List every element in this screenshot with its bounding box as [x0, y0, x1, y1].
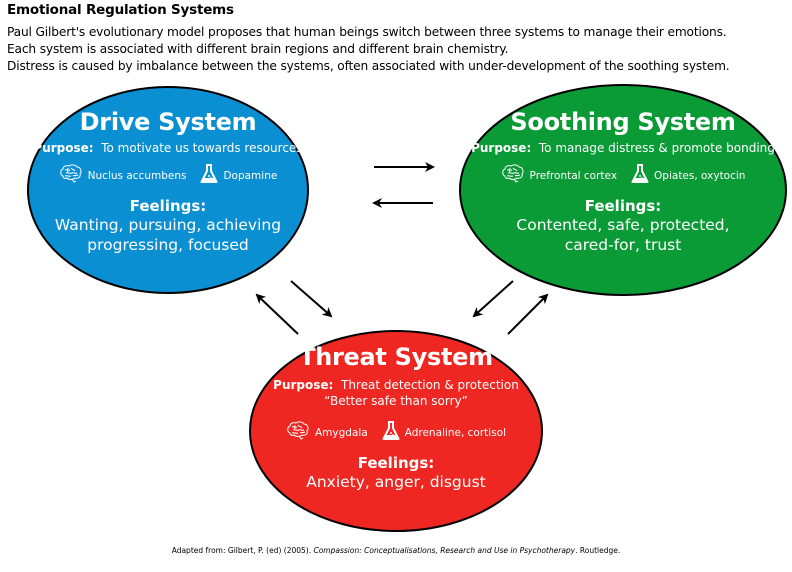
drive-factors: Nuclus accumbens Dopamine	[28, 164, 308, 187]
soothing-title: Soothing System	[510, 108, 736, 136]
page-title: Emotional Regulation Systems	[7, 2, 234, 18]
brain-icon	[59, 164, 83, 187]
purpose-text: To motivate us towards resources	[101, 141, 303, 155]
soothing-system-content: Soothing System Purpose: To manage distr…	[460, 108, 786, 255]
brain-chemistry: Opiates, oxytocin	[631, 164, 745, 187]
purpose-label: Purpose:	[273, 378, 334, 392]
citation-suffix: . Routledge.	[575, 546, 621, 555]
brain-icon	[286, 421, 310, 444]
arrow-drive-to-threat	[290, 280, 333, 318]
feelings-text: Wanting, pursuing, achieving	[54, 216, 282, 234]
brain-icon	[501, 164, 525, 187]
citation: Adapted from: Gilbert, P. (ed) (2005). C…	[0, 546, 792, 555]
drive-system-node	[27, 86, 309, 294]
threat-motto: “Better safe than sorry”	[324, 394, 468, 408]
soothing-purpose: Purpose: To manage distress & promote bo…	[460, 140, 786, 156]
citation-book-title: Compassion: Conceptualisations, Research…	[313, 546, 576, 555]
brain-region-label: Amygdala	[314, 426, 368, 439]
drive-purpose: Purpose: To motivate us towards resource…	[28, 140, 308, 156]
drive-system-content: Drive System Purpose: To motivate us tow…	[28, 108, 308, 255]
feelings-label: Feelings:	[357, 454, 435, 472]
brain-chemistry: Dopamine	[200, 164, 277, 187]
chemistry-label: Adrenaline, cortisol	[404, 426, 507, 439]
intro-line: Distress is caused by imbalance between …	[7, 59, 730, 73]
flask-icon	[382, 421, 400, 444]
citation-prefix: Adapted from: Gilbert, P. (ed) (2005).	[171, 546, 314, 555]
intro-line: Each system is associated with different…	[7, 42, 509, 56]
soothing-factors: Prefrontal cortex Opiates, oxytocin	[460, 164, 786, 187]
arrow-soothing-to-threat	[472, 280, 514, 318]
feelings-text: progressing, focused	[87, 236, 249, 254]
feelings-label: Feelings:	[584, 197, 662, 215]
feelings-text: Contented, safe, protected,	[516, 216, 730, 234]
brain-region: Prefrontal cortex	[501, 164, 617, 187]
arrow-threat-to-soothing	[507, 293, 549, 335]
chemistry-label: Opiates, oxytocin	[654, 169, 746, 182]
flask-icon	[631, 164, 649, 187]
soothing-system-node	[459, 84, 787, 296]
threat-factors: Amygdala Adrenaline, cortisol	[250, 421, 542, 444]
drive-title: Drive System	[79, 108, 257, 136]
threat-title: Threat System	[299, 343, 493, 371]
feelings-label: Feelings:	[129, 197, 207, 215]
purpose-label: Purpose:	[471, 141, 532, 155]
brain-region: Amygdala	[286, 421, 368, 444]
arrow-threat-to-drive	[255, 293, 299, 335]
threat-purpose: Purpose: Threat detection & protection	[250, 377, 542, 393]
intro-line: Paul Gilbert's evolutionary model propos…	[7, 25, 727, 39]
threat-system-node	[249, 330, 543, 532]
purpose-label: Purpose:	[33, 141, 94, 155]
brain-region: Nuclus accumbens	[59, 164, 187, 187]
feelings-text: Anxiety, anger, disgust	[306, 473, 486, 491]
flask-icon	[200, 164, 218, 187]
brain-region-label: Prefrontal cortex	[529, 169, 618, 182]
chemistry-label: Dopamine	[223, 169, 278, 182]
purpose-text: To manage distress & promote bonding	[538, 141, 775, 155]
intro-text: Paul Gilbert's evolutionary model propos…	[7, 24, 730, 75]
feelings-text: cared-for, trust	[564, 236, 682, 254]
brain-region-label: Nuclus accumbens	[87, 169, 187, 182]
brain-chemistry: Adrenaline, cortisol	[382, 421, 506, 444]
purpose-text: Threat detection & protection	[340, 378, 519, 392]
threat-system-content: Threat System Purpose: Threat detection …	[250, 343, 542, 492]
